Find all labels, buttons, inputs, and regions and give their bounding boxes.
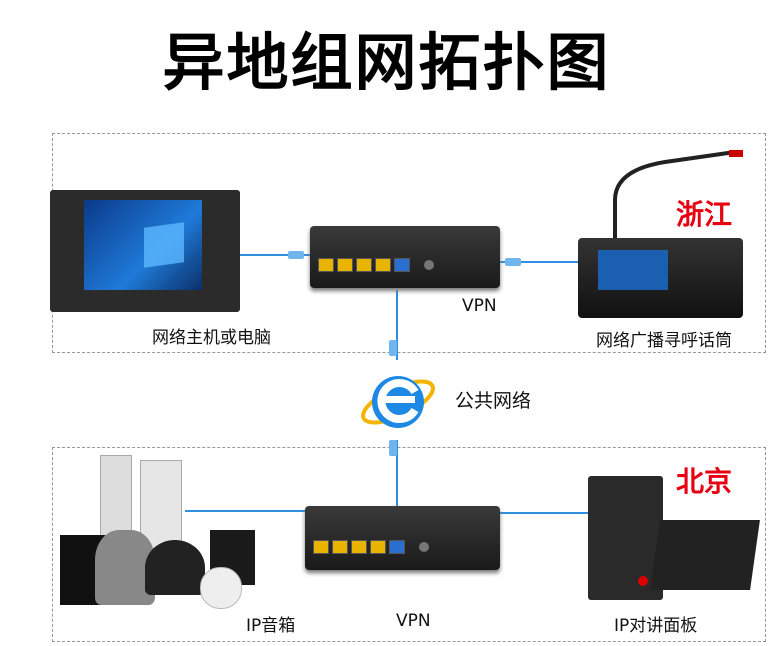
call-button-icon[interactable]: [638, 576, 648, 586]
paging-microphone: [578, 238, 743, 318]
ip-speakers: [60, 455, 270, 610]
microphone-screen: [598, 250, 668, 290]
cable-computer-router: [240, 254, 312, 256]
top-router-label: VPN: [462, 296, 497, 316]
region-zhejiang: 浙江: [676, 198, 733, 231]
region-beijing: 北京: [676, 465, 733, 498]
ceiling-speaker-icon: [200, 567, 242, 609]
panel-label: IP对讲面板: [614, 616, 698, 636]
cable-router-microphone: [500, 261, 580, 263]
internet-explorer-icon: [357, 362, 439, 440]
computer-screen: [84, 200, 202, 290]
microphone-label: 网络广播寻呼话筒: [596, 331, 732, 351]
computer-label: 网络主机或电脑: [152, 328, 271, 348]
cable-internet-bottom-router: [396, 440, 398, 508]
speakers-label: IP音箱: [246, 616, 296, 636]
bottom-site-area: [52, 447, 766, 642]
cable-top-router-internet: [396, 290, 398, 360]
top-vpn-router: [310, 226, 500, 288]
cable-speakers-router: [185, 510, 305, 512]
diagram-title: 异地组网拓扑图: [162, 26, 611, 99]
bottom-router-label: VPN: [396, 611, 431, 631]
internet-label: 公共网络: [455, 390, 532, 412]
windows-logo-icon: [144, 222, 184, 268]
microphone-gooseneck-icon: [605, 150, 745, 240]
network-host-computer: [50, 190, 240, 312]
bottom-vpn-router: [305, 506, 500, 570]
cable-router-panel: [500, 512, 590, 514]
